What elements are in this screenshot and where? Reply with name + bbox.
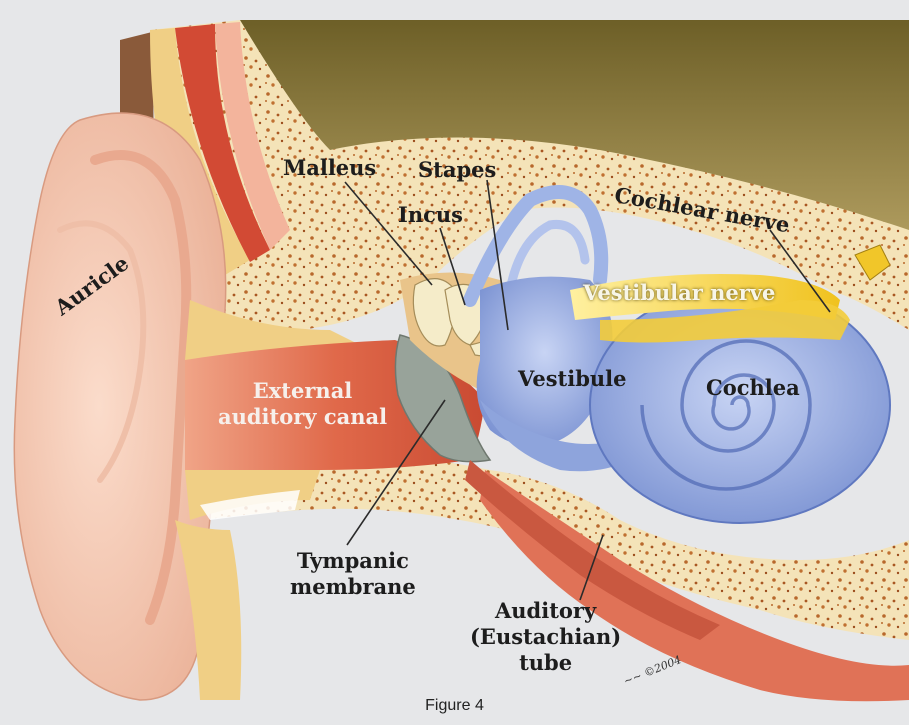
label-auditory-tube-line3: tube [470,650,621,676]
label-external-canal: External auditory canal [218,378,387,430]
label-tympanic-membrane: Tympanic membrane [290,548,416,600]
label-external-canal-line2: auditory canal [218,404,387,430]
label-auditory-tube-line2: (Eustachian) [470,624,621,650]
label-incus: Incus [398,202,463,228]
label-external-canal-line1: External [218,378,387,404]
label-vestibule: Vestibule [518,366,627,392]
figure-caption: Figure 4 [0,697,909,715]
label-cochlea: Cochlea [706,375,800,401]
label-auditory-tube-line1: Auditory [470,598,621,624]
label-auditory-tube: Auditory (Eustachian) tube [470,598,621,676]
label-malleus: Malleus [283,155,376,181]
label-stapes: Stapes [418,157,496,183]
label-tympanic-line1: Tympanic [290,548,416,574]
label-tympanic-line2: membrane [290,574,416,600]
label-vestibular-nerve: Vestibular nerve [583,280,775,306]
